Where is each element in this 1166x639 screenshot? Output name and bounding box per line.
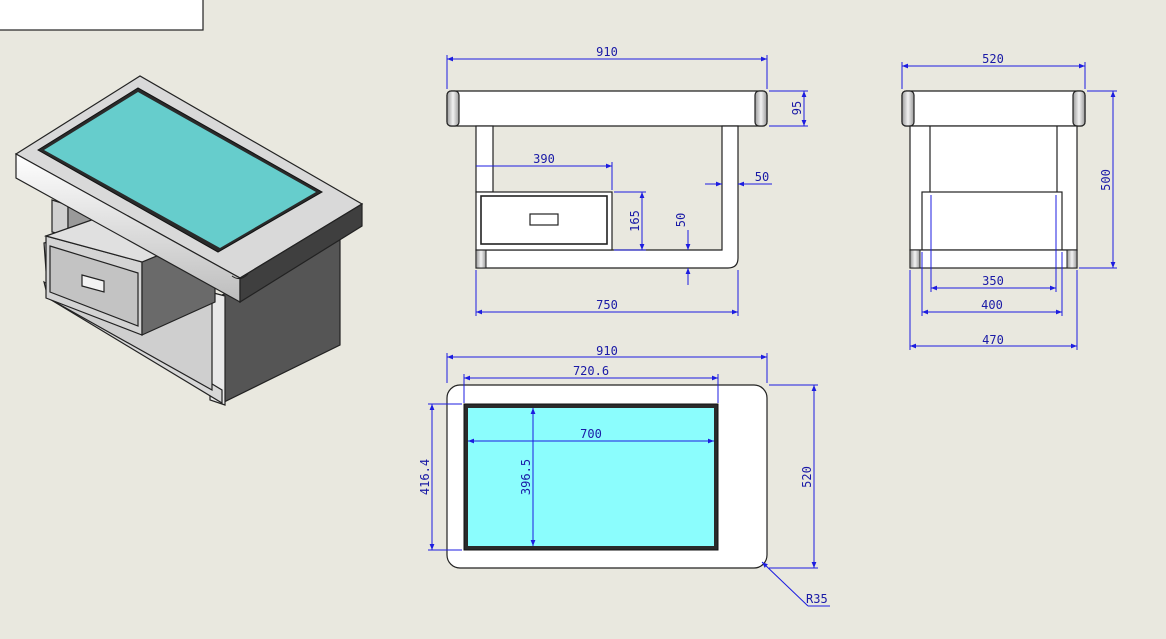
side-drawer — [921, 191, 1063, 251]
iso-screen — [44, 92, 316, 248]
tabletop-right-edge — [239, 202, 363, 304]
dim-frame-width: 720.6 — [573, 364, 609, 378]
dim-drawer-depth: 350 — [982, 274, 1004, 288]
side-view: 520 500 350 400 470 — [901, 52, 1117, 350]
side-base — [909, 249, 1078, 269]
title-block-corner — [0, 0, 204, 31]
dim-leg-thickness: 50 — [755, 170, 769, 184]
dim-inner-width: 400 — [981, 298, 1003, 312]
dim-base-length: 750 — [596, 298, 618, 312]
top-view: 910 720.6 700 396.5 416.4 520 R35 — [418, 344, 830, 607]
dim-depth: 520 — [800, 466, 814, 488]
dim-frame-height: 416.4 — [418, 459, 432, 495]
front-left-leg — [475, 125, 494, 193]
dim-front-width: 910 — [596, 45, 618, 59]
isometric-view — [14, 75, 364, 406]
dim-base-width: 470 — [982, 333, 1004, 347]
side-tabletop — [901, 90, 1086, 127]
dim-top-thickness: 95 — [790, 101, 804, 115]
dim-screen-height: 396.5 — [519, 459, 533, 495]
dim-side-width: 520 — [982, 52, 1004, 66]
drawer-handle — [81, 274, 105, 293]
front-drawer-handle — [529, 213, 559, 226]
dim-corner-radius: R35 — [806, 592, 828, 606]
dim-screen-width: 700 — [580, 427, 602, 441]
dim-side-height: 500 — [1099, 169, 1113, 191]
dim-bottom-thickness: 50 — [674, 213, 688, 227]
top-screen — [468, 408, 714, 546]
dim-top-width: 910 — [596, 344, 618, 358]
front-view: 910 95 390 165 50 50 750 — [446, 45, 808, 316]
front-tabletop — [446, 90, 768, 127]
dim-drawer-width: 390 — [533, 152, 555, 166]
dim-drawer-height: 165 — [628, 210, 642, 232]
